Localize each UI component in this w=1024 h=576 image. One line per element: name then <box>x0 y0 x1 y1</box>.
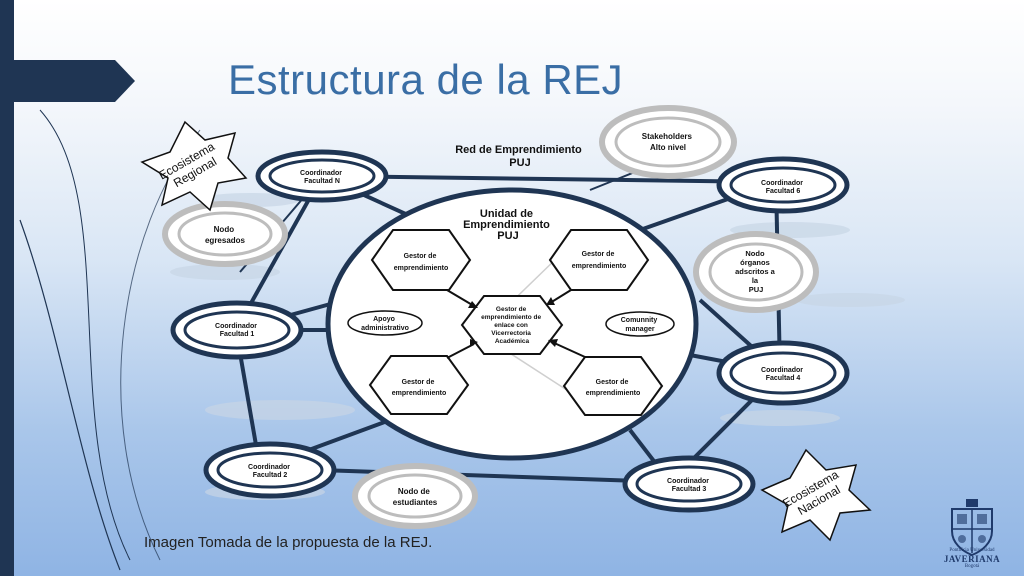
gestor-label-top-right: Gestor de emprendimiento <box>572 251 626 270</box>
gestor-hex-top-left <box>370 229 472 291</box>
eco-nacional-star <box>760 448 872 542</box>
gestor-label-bottom-left: Gestor de emprendimiento <box>392 379 446 397</box>
left-band <box>0 0 14 576</box>
coord-3-node <box>622 455 756 513</box>
coord-1-node <box>170 300 304 360</box>
nodo-organos-label: Nodo órganos adscritos a la PUJ <box>735 249 777 294</box>
coord-3-label: Coordinador Facultad 3 <box>667 478 711 493</box>
center-node-label: Gestor de emprendimiento de enlace con V… <box>481 306 543 345</box>
eco-regional-star <box>140 120 248 212</box>
image-caption: Imagen Tomada de la propuesta de la REJ. <box>144 534 433 551</box>
coord-1-label: Coordinador Facultad 1 <box>215 323 259 338</box>
javeriana-logo-text: Pontificia Universidad JAVERIANA Bogotá <box>943 548 1001 569</box>
unit-title: Unidad de Emprendimiento PUJ <box>463 208 553 242</box>
slide-title: Estructura de la REJ <box>228 56 624 103</box>
coord-6-label: Coordinador Facultad 6 <box>761 180 805 195</box>
coord-4-label: Coordinador Facultad 4 <box>761 367 805 382</box>
coord-2-node <box>203 441 337 499</box>
coord-4-node <box>716 340 850 406</box>
nodo-estudiantes-node <box>352 463 478 529</box>
gestor-hex-bottom-right <box>562 356 664 416</box>
community-label: Comunnity manager <box>621 317 660 333</box>
coord-2-label: Coordinador Facultad 2 <box>248 464 292 479</box>
coord-6-node <box>716 156 850 214</box>
center-hex <box>460 295 564 355</box>
network-title: Red de Emprendimiento PUJ <box>455 144 585 169</box>
gestor-hex-bottom-left <box>368 355 470 415</box>
nodo-organos-node <box>693 231 819 313</box>
apoyo-label: Apoyo administrativo <box>361 316 409 332</box>
stakeholders-label: Stakeholders Alto nivel <box>642 132 694 152</box>
gestor-hex-top-right <box>548 229 650 291</box>
stakeholders-node <box>599 105 737 179</box>
nodo-egresados-node <box>162 201 288 267</box>
coord-n-node <box>255 149 389 203</box>
nodo-egresados-label: Nodo egresados <box>205 225 246 245</box>
coord-n-label: Coordinador Facultad N <box>300 170 344 185</box>
title-arrow-tab <box>0 60 135 102</box>
javeriana-shield-logo <box>951 499 993 557</box>
gestor-label-top-left: Gestor de emprendimiento <box>394 253 448 272</box>
gestor-label-bottom-right: Gestor de emprendimiento <box>586 379 640 397</box>
nodo-estudiantes-label: Nodo de estudiantes <box>393 487 438 507</box>
